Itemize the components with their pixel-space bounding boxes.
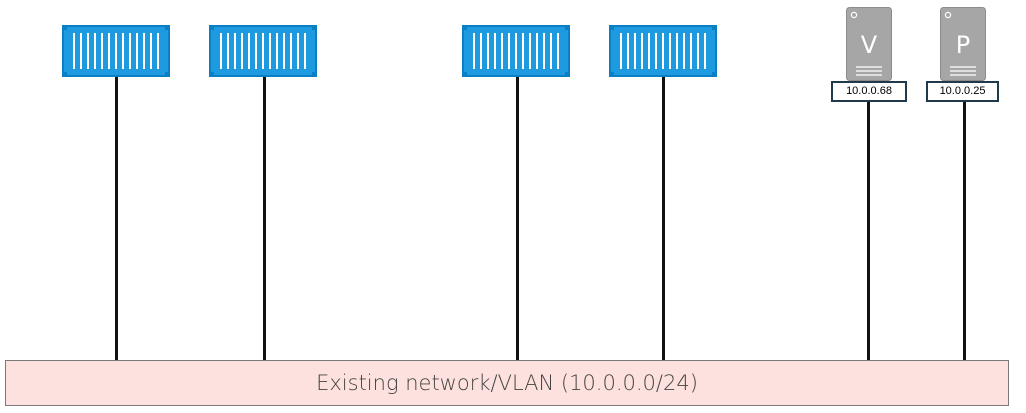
connector-line — [516, 76, 519, 361]
connector-line — [867, 102, 870, 361]
container-icon — [462, 25, 570, 77]
server-letter: P — [955, 31, 971, 59]
connector-line — [263, 76, 266, 361]
container-icon — [62, 25, 170, 77]
container-icon — [209, 25, 317, 77]
container-icon — [609, 25, 717, 77]
server-letter: V — [860, 31, 878, 59]
connector-line — [662, 76, 665, 361]
ip-address-label: 10.0.0.68 — [831, 81, 907, 102]
network-vlan-bar: Existing network/VLAN (10.0.0.0/24) — [5, 360, 1009, 406]
connector-line — [963, 102, 966, 361]
server-icon: V — [846, 7, 892, 81]
network-vlan-label: Existing network/VLAN (10.0.0.0/24) — [316, 371, 698, 395]
ip-address-label: 10.0.0.25 — [926, 81, 999, 102]
server-icon: P — [940, 7, 986, 81]
connector-line — [115, 76, 118, 361]
